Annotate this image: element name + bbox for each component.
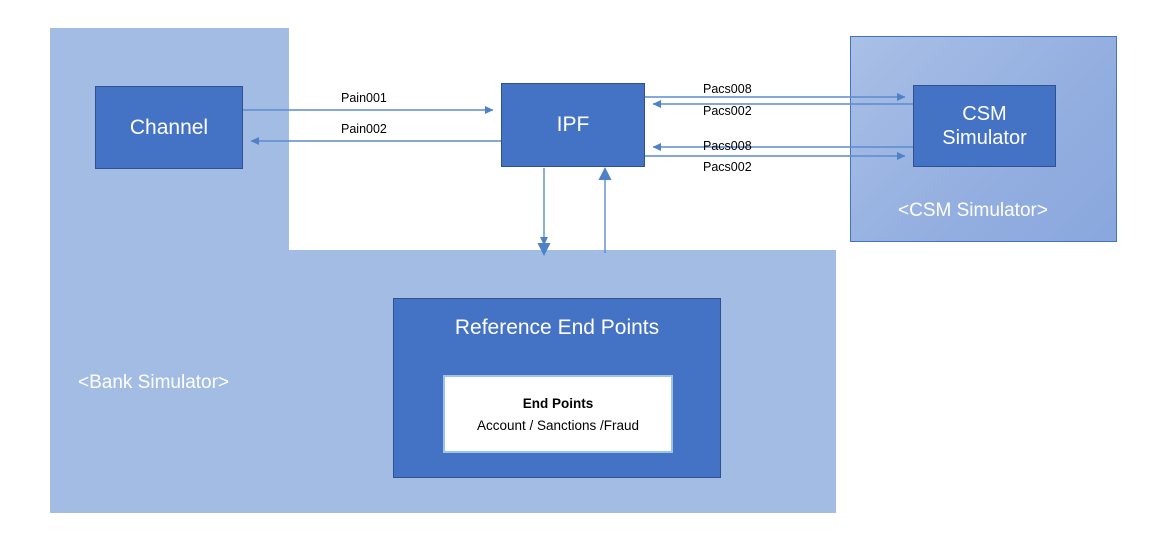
node-csm-simulator-label: CSM Simulator (942, 102, 1026, 151)
connector-label-pacs008-out: Pacs008 (703, 82, 752, 96)
connector-ipf-to-endpoints (537, 168, 551, 256)
node-channel[interactable]: Channel (95, 86, 243, 169)
connector-label-pacs002-out: Pacs002 (703, 160, 752, 174)
csm-simulator-panel (850, 36, 1117, 242)
bank-simulator-label: <Bank Simulator> (78, 372, 230, 393)
connector-endpoints-to-ipf (598, 167, 612, 253)
node-ipf-label: IPF (556, 113, 590, 137)
node-reference-end-points-label: Reference End Points (454, 316, 660, 339)
node-csm-simulator[interactable]: CSM Simulator (913, 85, 1056, 167)
end-points-card-description: Account / Sanctions /Fraud (476, 417, 640, 433)
connector-label-pain002: Pain002 (341, 122, 387, 136)
connector-label-pain001: Pain001 (341, 91, 387, 105)
csm-simulator-label: <CSM Simulator> (898, 200, 1048, 221)
connector-label-pacs008-in: Pacs008 (703, 139, 752, 153)
node-ipf[interactable]: IPF (501, 83, 645, 167)
node-csm-line2: Simulator (942, 127, 1027, 149)
connector-label-pacs002-in: Pacs002 (703, 104, 752, 118)
node-channel-label: Channel (129, 115, 209, 139)
node-csm-line1: CSM (962, 102, 1007, 125)
end-points-card-title: End Points (522, 395, 594, 411)
end-points-card[interactable]: End Points Account / Sanctions /Fraud (443, 375, 673, 453)
